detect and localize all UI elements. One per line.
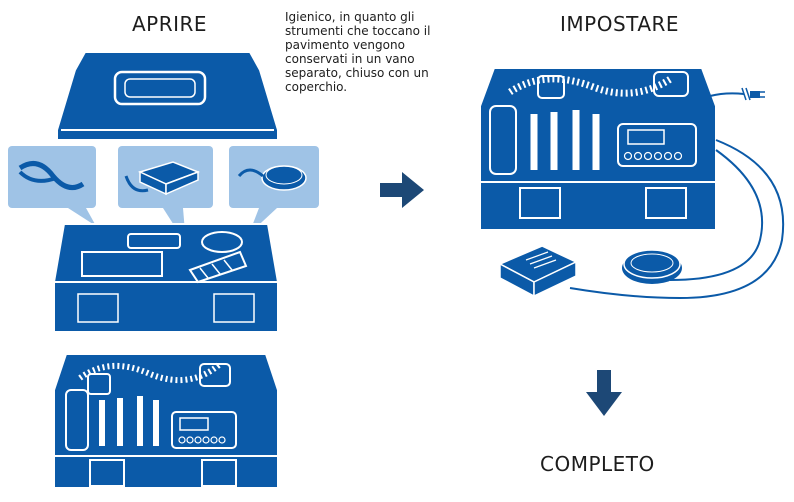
heading-complete: COMPLETO: [540, 452, 655, 476]
floor-sensor-icon: [620, 246, 684, 286]
cable-accessory-icon: [8, 146, 108, 226]
foot-pedal-icon: [496, 242, 580, 300]
lid-icon: [55, 50, 280, 142]
hygiene-note: Igienico, in quanto gli strumenti che to…: [285, 10, 431, 94]
arrow-right-icon: [380, 172, 424, 208]
connection-cables-icon: [560, 130, 794, 306]
setup-case-icon: [476, 62, 766, 238]
foot-pedal-accessory-icon: [118, 146, 218, 246]
open-case-icon: [50, 222, 282, 342]
arrow-down-icon: [586, 370, 622, 416]
closed-case-icon: [50, 350, 282, 498]
heading-setup: IMPOSTARE: [560, 12, 680, 36]
heading-open: APRIRE: [132, 12, 208, 36]
floor-sensor-accessory-icon: [229, 146, 321, 236]
